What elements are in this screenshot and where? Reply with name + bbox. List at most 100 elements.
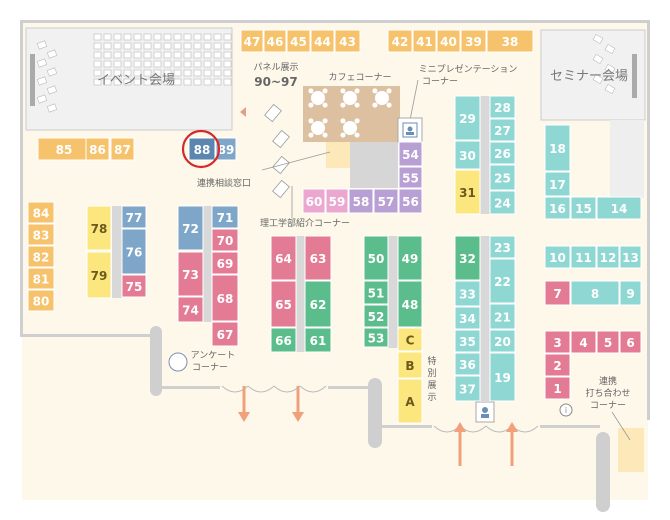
booth-75[interactable]: 75: [121, 274, 147, 298]
booth-33[interactable]: 33: [454, 280, 481, 307]
booth-49[interactable]: 49: [397, 235, 423, 281]
booth-74[interactable]: 74: [177, 296, 204, 323]
booth-64[interactable]: 64: [270, 235, 297, 281]
booth-40[interactable]: 40: [436, 29, 461, 53]
booth-2[interactable]: 2: [544, 353, 571, 377]
booth-7-box: [544, 280, 571, 306]
booth-34[interactable]: 34: [454, 306, 481, 330]
booth-3[interactable]: 3: [544, 330, 571, 354]
booth-32[interactable]: 32: [454, 235, 481, 281]
booth-22[interactable]: 22: [489, 258, 516, 304]
booth-84[interactable]: 84: [27, 201, 55, 224]
booth-83[interactable]: 83: [27, 223, 55, 246]
booth-23[interactable]: 23: [489, 235, 516, 259]
booth-77[interactable]: 77: [121, 205, 147, 229]
booth-A[interactable]: A: [397, 378, 423, 424]
booth-86[interactable]: 86: [85, 137, 110, 161]
booth-50[interactable]: 50: [363, 235, 389, 281]
booth-43[interactable]: 43: [334, 29, 361, 53]
booth-39[interactable]: 39: [460, 29, 487, 53]
booth-26[interactable]: 26: [489, 141, 516, 165]
booth-59[interactable]: 59: [325, 188, 349, 214]
booth-24[interactable]: 24: [489, 190, 516, 215]
booth-8[interactable]: 8: [570, 280, 620, 306]
booth-44[interactable]: 44: [310, 29, 335, 53]
booth-51[interactable]: 51: [363, 280, 389, 305]
booth-15[interactable]: 15: [570, 196, 597, 220]
booth-5[interactable]: 5: [596, 330, 620, 354]
booth-46[interactable]: 46: [263, 29, 287, 53]
booth-45[interactable]: 45: [286, 29, 311, 53]
booth-38[interactable]: 38: [486, 29, 534, 53]
booth-63[interactable]: 63: [304, 235, 332, 281]
booth-71[interactable]: 71: [211, 205, 239, 229]
booth-67[interactable]: 67: [211, 321, 239, 347]
cafe-table: [311, 91, 325, 105]
booth-18[interactable]: 18: [544, 124, 571, 172]
booth-57[interactable]: 57: [373, 188, 399, 214]
booth-11[interactable]: 11: [570, 245, 597, 269]
survey-label-1: アンケート: [191, 350, 236, 361]
booth-78[interactable]: 78: [86, 205, 112, 251]
booth-21[interactable]: 21: [489, 303, 516, 330]
booth-66[interactable]: 66: [270, 327, 297, 353]
booth-52[interactable]: 52: [363, 304, 389, 328]
booth-48[interactable]: 48: [397, 280, 423, 328]
booth-42[interactable]: 42: [387, 29, 413, 53]
booth-21-number: 21: [494, 311, 511, 325]
booth-25[interactable]: 25: [489, 164, 516, 191]
booth-B[interactable]: B: [397, 351, 423, 379]
booth-30[interactable]: 30: [454, 140, 481, 170]
booth-19[interactable]: 19: [489, 352, 516, 402]
booth-17[interactable]: 17: [544, 171, 571, 197]
booth-58[interactable]: 58: [348, 188, 374, 214]
booth-53[interactable]: 53: [363, 327, 389, 348]
booth-16[interactable]: 16: [544, 196, 571, 220]
booth-66-number: 66: [275, 334, 292, 348]
booth-89-number: 89: [218, 143, 235, 157]
booth-6[interactable]: 6: [619, 330, 642, 354]
booth-10[interactable]: 10: [544, 245, 571, 269]
booth-36[interactable]: 36: [454, 352, 481, 376]
booth-7[interactable]: 7: [544, 280, 571, 306]
booth-55[interactable]: 55: [398, 166, 423, 189]
booth-28[interactable]: 28: [489, 95, 516, 119]
booth-87-number: 87: [114, 143, 131, 157]
booth-89[interactable]: 89: [215, 137, 237, 161]
booth-29[interactable]: 29: [454, 95, 481, 141]
booth-C[interactable]: C: [397, 327, 423, 352]
booth-72[interactable]: 72: [177, 205, 204, 251]
booth-1[interactable]: 1: [544, 376, 571, 400]
booth-41[interactable]: 41: [412, 29, 437, 53]
booth-61[interactable]: 61: [304, 327, 332, 353]
booth-13[interactable]: 13: [619, 245, 642, 269]
booth-82[interactable]: 82: [27, 245, 55, 268]
booth-37[interactable]: 37: [454, 375, 481, 402]
booth-65[interactable]: 65: [270, 280, 297, 328]
booth-31[interactable]: 31: [454, 169, 481, 215]
booth-69[interactable]: 69: [211, 251, 239, 275]
booth-35[interactable]: 35: [454, 329, 481, 353]
booth-12[interactable]: 12: [596, 245, 620, 269]
booth-9[interactable]: 9: [619, 280, 642, 306]
booth-14[interactable]: 14: [596, 196, 642, 220]
booth-62[interactable]: 62: [304, 280, 332, 328]
booth-73[interactable]: 73: [177, 251, 204, 297]
booth-20[interactable]: 20: [489, 329, 516, 353]
booth-79[interactable]: 79: [86, 251, 112, 299]
booth-76[interactable]: 76: [121, 228, 147, 275]
booth-27[interactable]: 27: [489, 118, 516, 142]
booth-85[interactable]: 85: [37, 137, 91, 161]
booth-81[interactable]: 81: [27, 267, 55, 290]
booth-68[interactable]: 68: [211, 274, 239, 322]
booth-87[interactable]: 87: [110, 137, 135, 161]
booth-60[interactable]: 60: [302, 188, 326, 214]
seminar-stage: [632, 54, 637, 98]
booth-56[interactable]: 56: [398, 188, 423, 214]
booth-88[interactable]: 88: [188, 137, 216, 161]
booth-54[interactable]: 54: [398, 141, 423, 167]
booth-47[interactable]: 47: [240, 29, 264, 53]
booth-4[interactable]: 4: [570, 330, 597, 354]
booth-80[interactable]: 80: [27, 289, 55, 312]
booth-70[interactable]: 70: [211, 228, 239, 252]
